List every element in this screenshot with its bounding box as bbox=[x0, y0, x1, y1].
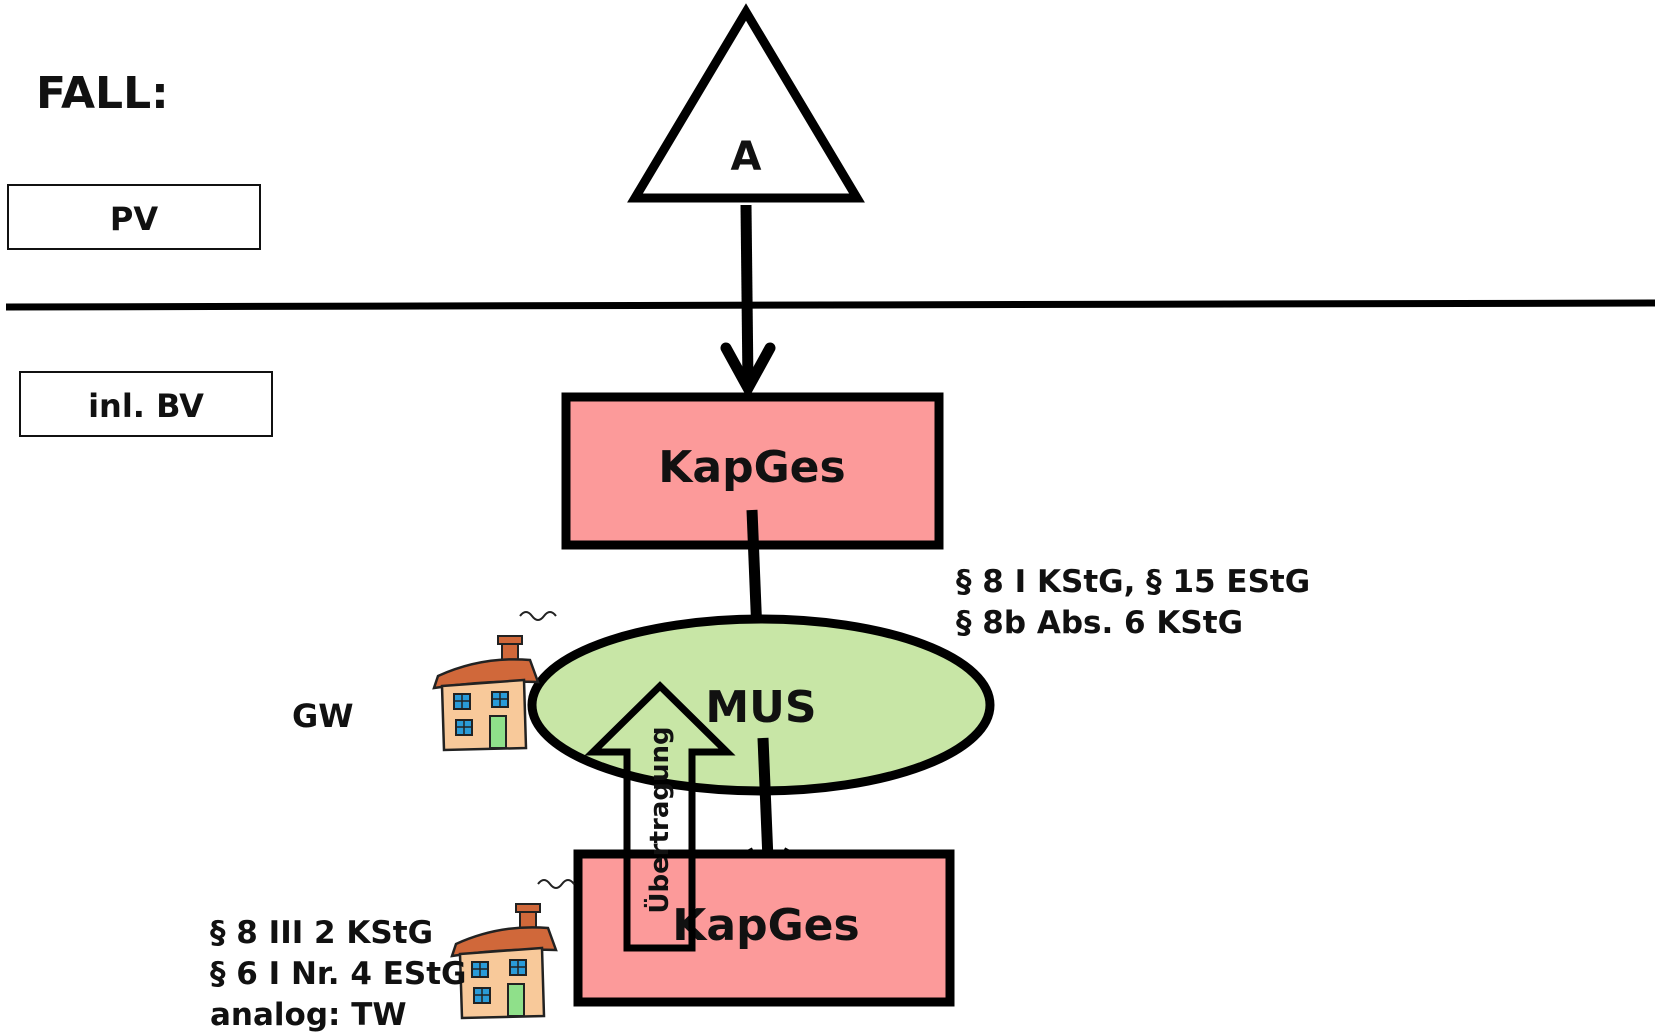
mus-label: MUS bbox=[705, 682, 816, 733]
upper-annotation-line-2: § 8b Abs. 6 KStG bbox=[956, 605, 1243, 641]
lower-annotation-line-1: § 8 III 2 KStG bbox=[210, 915, 433, 951]
transfer-label: Übertragung bbox=[642, 726, 675, 913]
lower-kapges-label: KapGes bbox=[672, 900, 859, 951]
house-icon-lower bbox=[450, 878, 576, 1020]
person-a-triangle: A bbox=[627, 3, 865, 203]
arrow-a-to-kapges bbox=[720, 204, 776, 400]
lower-annotation: § 8 III 2 KStG § 6 I Nr. 4 EStG analog: … bbox=[210, 915, 467, 1033]
pv-label: PV bbox=[110, 200, 158, 238]
lower-annotation-line-2: § 6 I Nr. 4 EStG bbox=[210, 956, 467, 992]
pv-bv-divider bbox=[5, 299, 1655, 311]
lower-kapges-box: KapGes bbox=[573, 849, 955, 1007]
lower-annotation-line-3: analog: TW bbox=[210, 997, 407, 1033]
person-a-label: A bbox=[731, 134, 762, 180]
pv-box: PV bbox=[7, 184, 261, 250]
upper-annotation: § 8 I KStG, § 15 EStG § 8b Abs. 6 KStG bbox=[956, 564, 1310, 641]
upper-kapges-label: KapGes bbox=[658, 442, 845, 493]
inl-bv-label: inl. BV bbox=[88, 387, 204, 425]
inl-bv-box: inl. BV bbox=[19, 371, 273, 437]
transfer-arrow: Übertragung bbox=[584, 681, 736, 952]
gw-label: GW bbox=[292, 697, 354, 735]
upper-annotation-line-1: § 8 I KStG, § 15 EStG bbox=[956, 564, 1310, 600]
page-title: FALL: bbox=[36, 68, 169, 119]
